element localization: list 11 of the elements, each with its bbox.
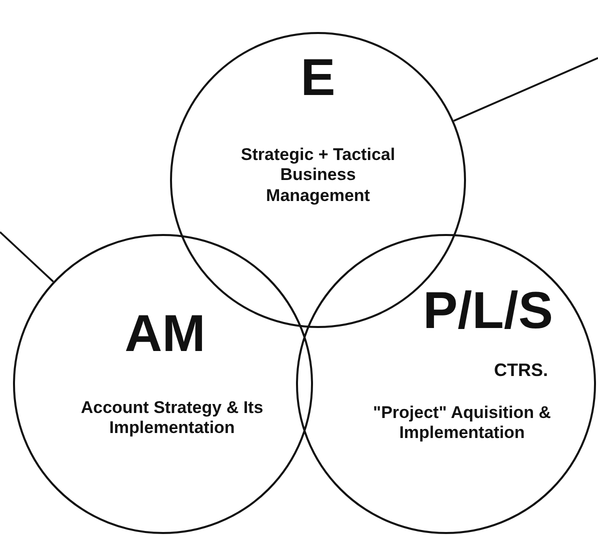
circle-description: Strategic + Tactical Business Management [240, 145, 396, 206]
venn-circle [13, 234, 313, 534]
circle-description: "Project" Aquisition & Implementation [372, 403, 552, 444]
circle-letter: E [300, 52, 336, 104]
circle-description: Account Strategy & Its Implementation [80, 398, 264, 439]
circle-subtitle: CTRS. [494, 360, 548, 382]
circle-letter: P/L/S [422, 285, 554, 337]
circle-letter: AM [124, 308, 206, 360]
venn-circle [296, 234, 596, 534]
connector-line [453, 57, 598, 122]
connector-line [0, 231, 54, 282]
